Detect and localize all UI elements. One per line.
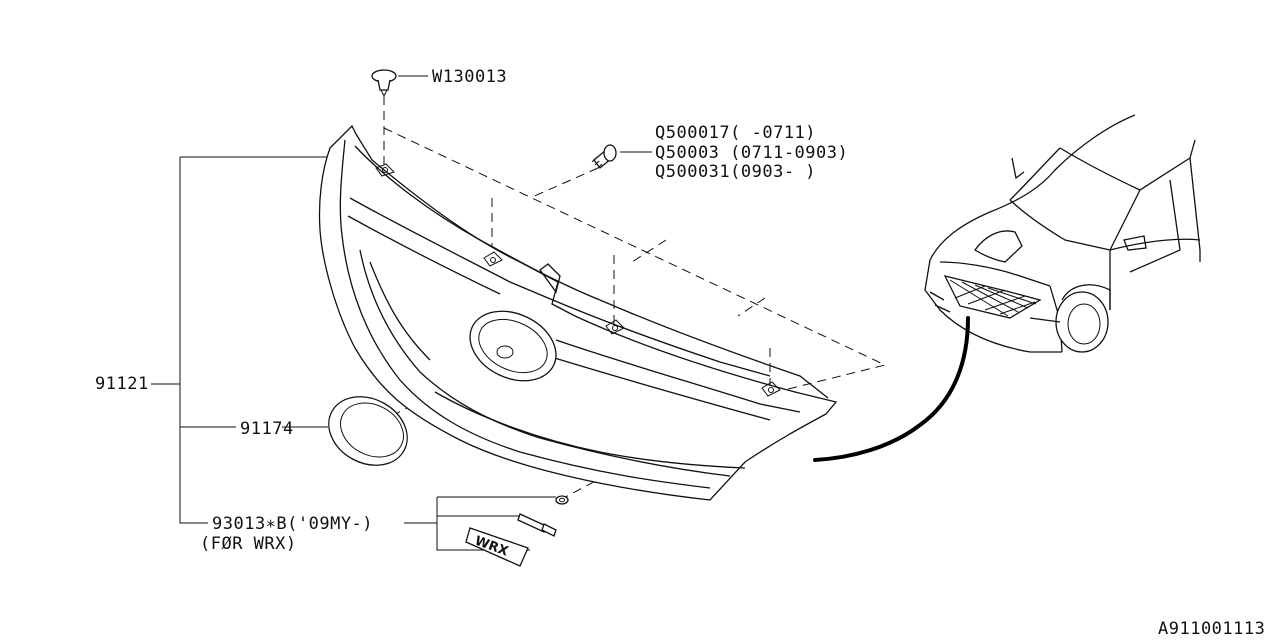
callout-pointer-curve xyxy=(813,316,970,462)
wrx-badge-note: (FØR WRX) xyxy=(200,534,297,554)
grille-part-number: 91121 xyxy=(95,374,149,394)
front-grille xyxy=(318,124,838,501)
screw-part-number-2: Q50003 (0711-0903) xyxy=(655,143,848,163)
grille-emblem xyxy=(328,396,408,466)
screw-fastener xyxy=(591,144,617,169)
wrx-badge-part-number: 93013∗B('09MY-) xyxy=(212,514,373,534)
clip-part-number: W130013 xyxy=(432,67,507,87)
vehicle-reference xyxy=(924,114,1201,353)
screw-part-number-1: Q500017( -0711) xyxy=(655,123,816,143)
emblem-part-number: 91174 xyxy=(240,419,294,439)
screw-part-number-3: Q500031(0903- ) xyxy=(655,162,816,182)
clip-fastener xyxy=(371,69,397,98)
diagram-code: A911001113 xyxy=(1158,619,1265,639)
wrx-badge: WRX xyxy=(465,495,569,567)
